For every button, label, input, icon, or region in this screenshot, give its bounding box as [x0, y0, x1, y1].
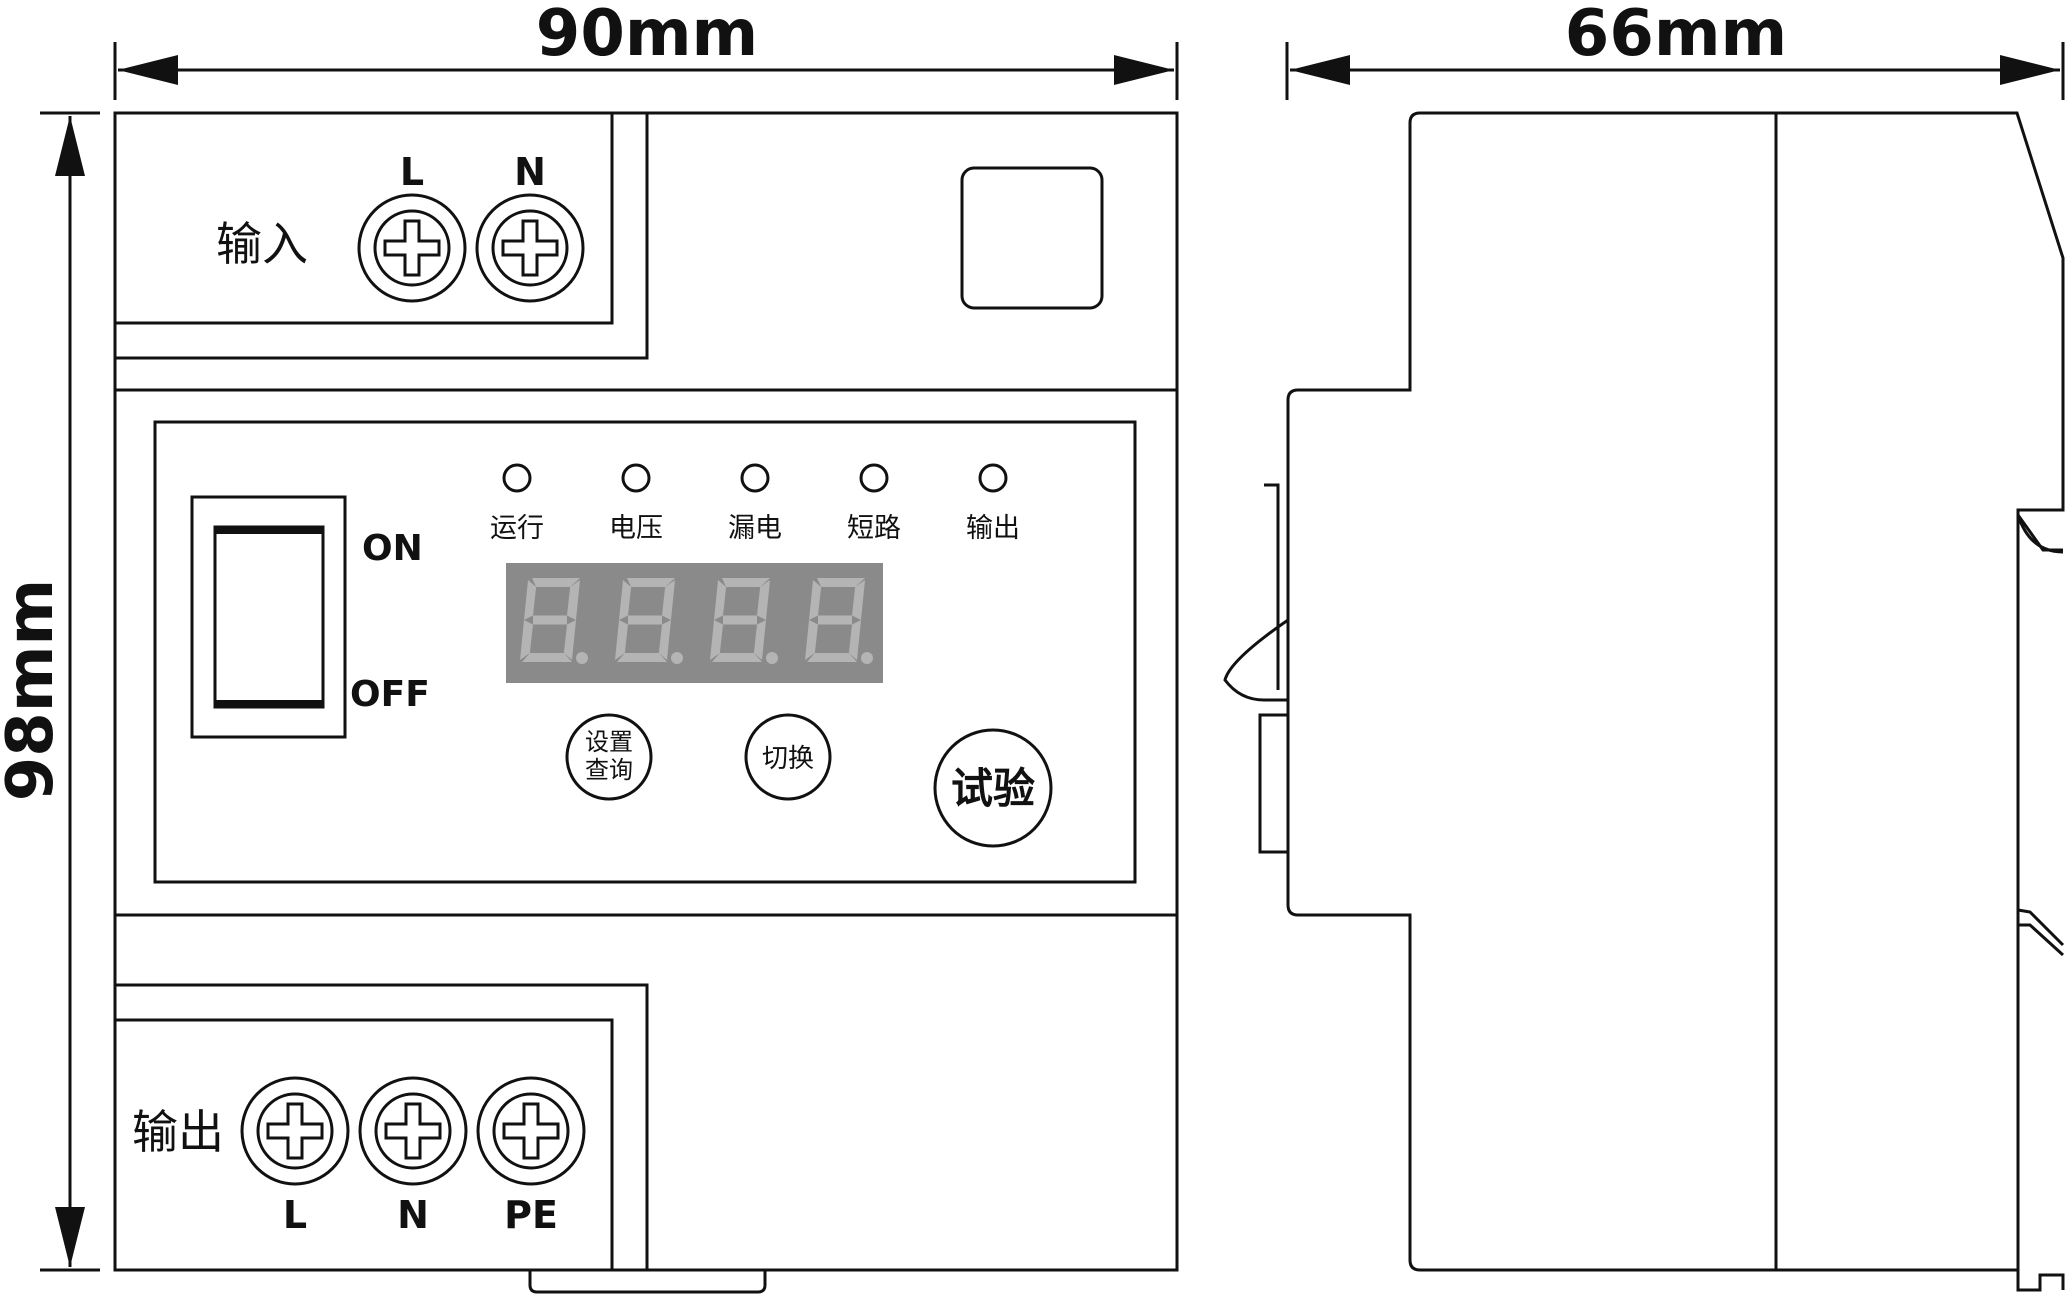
indicator-label-short-circuit: 短路: [847, 513, 901, 544]
display-segment: [522, 653, 572, 662]
display-segment: [710, 620, 723, 660]
input-terminal-block: 输入 L N: [115, 113, 649, 360]
front-view: 输入 L N ON OFF: [113, 111, 1179, 1294]
display-segment: [567, 580, 580, 620]
display-segment: [617, 653, 667, 662]
display-segment: [628, 615, 662, 625]
input-terminal-label-l: L: [400, 150, 424, 194]
dimension-height: 98mm: [0, 111, 100, 1272]
switch-button[interactable]: 切换: [744, 713, 832, 801]
display-segment: [533, 615, 567, 625]
screw-terminal-icon: [476, 1076, 586, 1186]
led-leakage: [740, 463, 770, 493]
display-segment: [627, 578, 675, 587]
display-segment: [520, 620, 533, 660]
display-decimal-point: [766, 652, 778, 664]
led-output: [978, 463, 1008, 493]
side-width-label: 66mm: [1565, 0, 1787, 71]
display-segment: [818, 615, 852, 625]
display-segment: [563, 620, 576, 660]
din-clip: [528, 1270, 767, 1294]
input-terminal-label-n: N: [514, 150, 546, 194]
control-panel: ON OFF 运行 电压 漏电 短路 输出: [153, 420, 1137, 884]
setup-query-label-line1: 设置: [585, 728, 633, 756]
display-decimal-point: [671, 652, 683, 664]
display-segment: [712, 653, 762, 662]
power-switch[interactable]: [190, 495, 347, 739]
display-segment: [817, 578, 865, 587]
display-segment: [615, 620, 628, 660]
switch-on-label: ON: [362, 528, 423, 569]
display-segment: [658, 620, 671, 660]
screw-terminal-icon: [357, 193, 467, 303]
side-view: [1223, 111, 2065, 1292]
indicator-label-run: 运行: [490, 513, 544, 544]
display-segment: [852, 580, 865, 620]
display-decimal-point: [576, 652, 588, 664]
output-terminal-label-n: N: [397, 1193, 429, 1237]
switch-button-label: 切换: [762, 744, 814, 774]
indicator-row: 运行 电压 漏电 短路 输出: [490, 463, 1020, 544]
screw-terminal-icon: [240, 1076, 350, 1186]
screw-terminal-icon: [358, 1076, 468, 1186]
test-button[interactable]: 试验: [933, 728, 1053, 848]
front-width-label: 90mm: [536, 0, 758, 71]
led-run: [502, 463, 532, 493]
dimension-side-width: 66mm: [1285, 0, 2065, 100]
seven-segment-display: [506, 563, 883, 683]
display-segment: [805, 620, 818, 660]
display-segment: [722, 578, 770, 587]
indicator-label-voltage: 电压: [609, 513, 663, 544]
output-terminal-label-pe: PE: [504, 1193, 558, 1237]
dimension-front-width: 90mm: [113, 0, 1179, 100]
output-terminal-label-l: L: [283, 1193, 307, 1237]
led-voltage: [621, 463, 651, 493]
display-segment: [619, 580, 632, 620]
side-latch: [1258, 713, 1290, 854]
display-segment: [662, 580, 675, 620]
display-segment: [807, 653, 857, 662]
display-decimal-point: [861, 652, 873, 664]
label-window: [960, 166, 1104, 310]
setup-query-button[interactable]: 设置 查询: [565, 713, 653, 801]
display-segment: [723, 615, 757, 625]
output-title: 输出: [132, 1105, 224, 1159]
indicator-label-output: 输出: [966, 513, 1020, 544]
display-segment: [714, 580, 727, 620]
display-segment: [532, 578, 580, 587]
side-switch-protrusion: [1223, 618, 1289, 702]
display-segment: [848, 620, 861, 660]
setup-query-label-line2: 查询: [585, 756, 633, 784]
display-segment: [524, 580, 537, 620]
screw-terminal-icon: [475, 193, 585, 303]
input-title: 输入: [216, 217, 308, 271]
test-button-label: 试验: [951, 764, 1035, 813]
output-terminal-block: 输出 L N PE: [115, 983, 649, 1270]
led-short-circuit: [859, 463, 889, 493]
display-segment: [753, 620, 766, 660]
indicator-label-leakage: 漏电: [728, 513, 782, 544]
height-label: 98mm: [0, 579, 68, 801]
display-segment: [809, 580, 822, 620]
switch-off-label: OFF: [350, 674, 430, 715]
display-segment: [757, 580, 770, 620]
